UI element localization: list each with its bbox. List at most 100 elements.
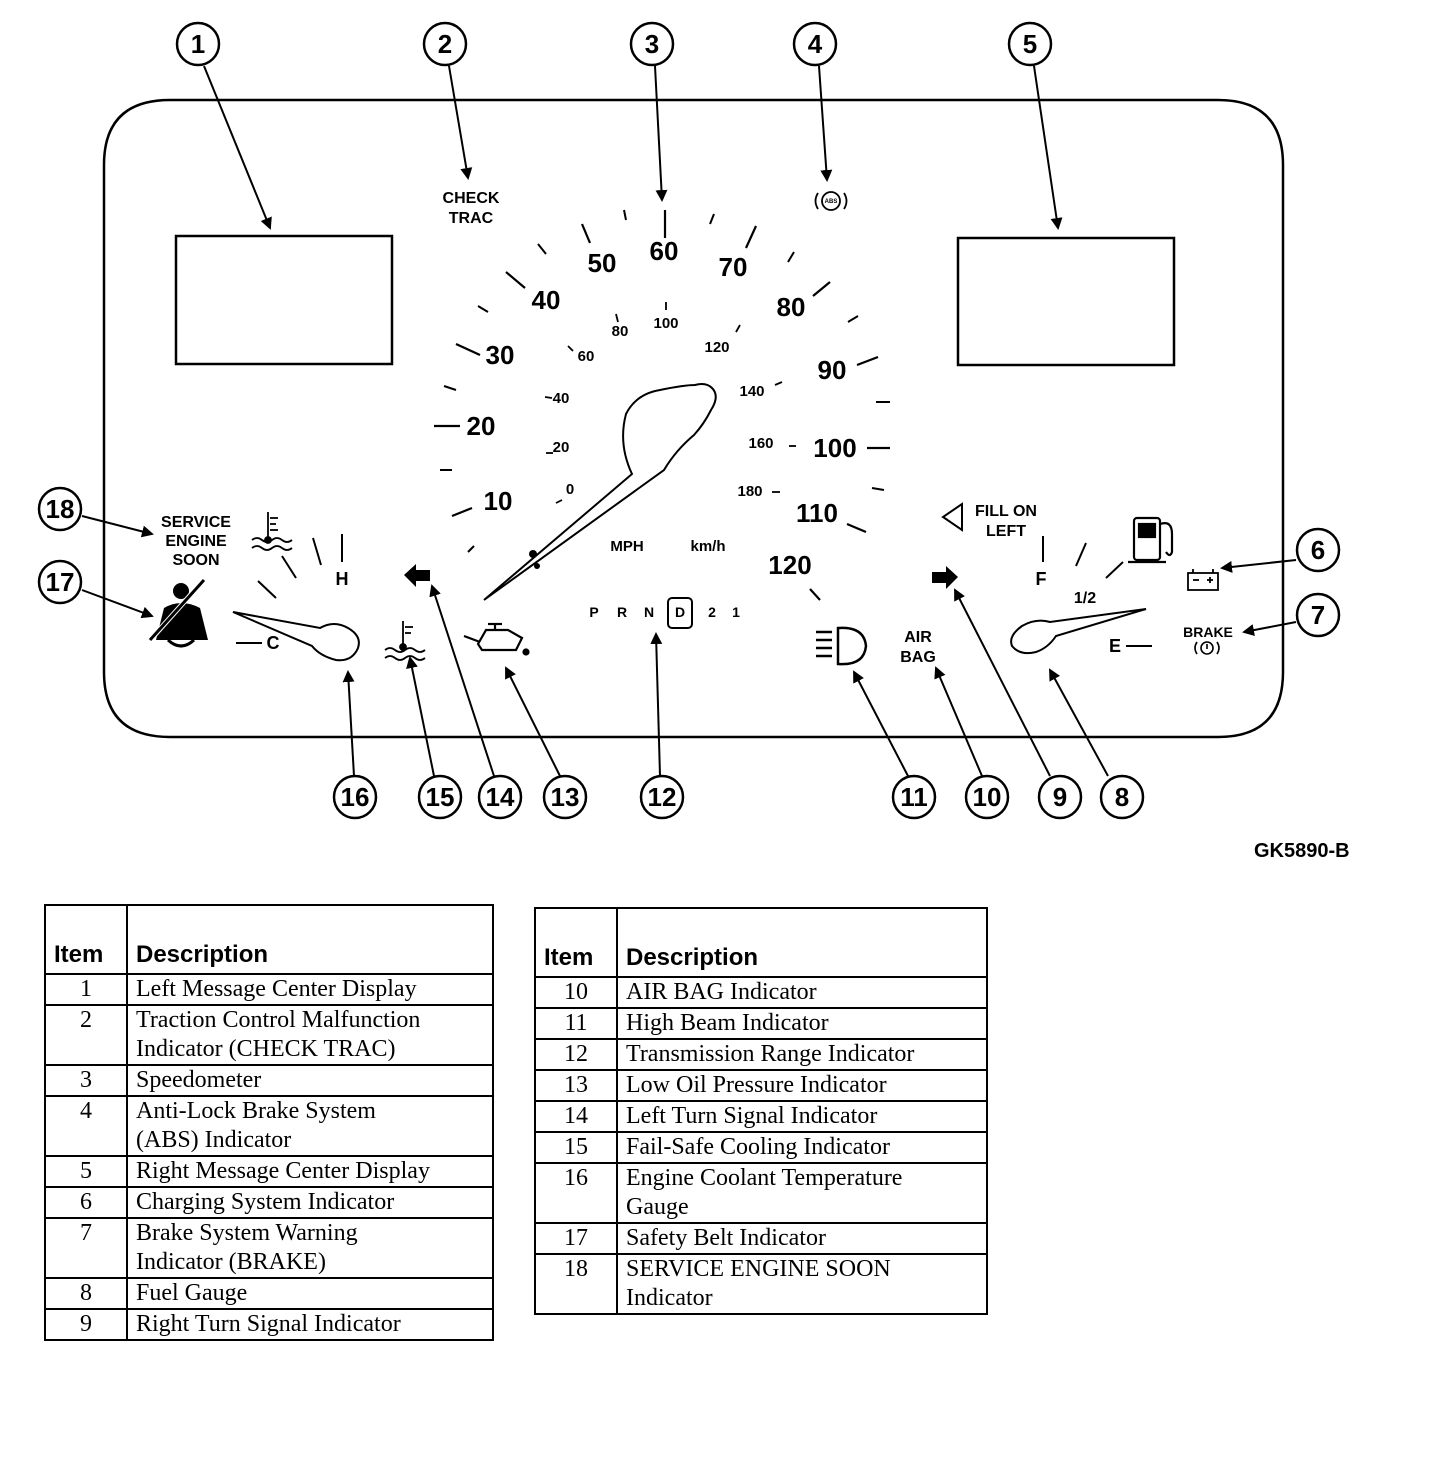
mph-tick-label: 110	[796, 498, 838, 528]
legend-description-line: Left Message Center Display	[136, 976, 417, 1002]
kmh-tick	[615, 313, 619, 323]
gear-r: R	[617, 604, 627, 620]
kmh-label: km/h	[690, 538, 725, 555]
legend-description-line: Low Oil Pressure Indicator	[626, 1072, 887, 1098]
mph-tick-label: 50	[588, 248, 617, 278]
charging-system-icon	[1187, 569, 1219, 591]
callout-leader-line	[429, 584, 495, 777]
callout-leader-line	[406, 656, 435, 777]
legend-item-number: 17	[534, 1222, 618, 1255]
callout-circle	[175, 21, 221, 67]
mph-minor-tick	[477, 305, 489, 313]
mph-minor-tick	[787, 251, 795, 263]
gear-n: N	[644, 604, 654, 620]
legend-row: 3 Speedometer	[44, 1064, 494, 1097]
figure-code: GK5890-B	[1254, 840, 1350, 862]
legend-description-line: Charging System Indicator	[136, 1189, 395, 1215]
legend-description-line: Speedometer	[136, 1067, 262, 1093]
legend-item-number: 18	[534, 1253, 618, 1315]
legend-header-description: Description	[126, 904, 494, 975]
callout-circle	[417, 774, 463, 820]
legend-item-number: 8	[44, 1277, 128, 1310]
callout-number: 15	[426, 782, 455, 812]
legend-item-number: 3	[44, 1064, 128, 1097]
callout-number: 17	[46, 567, 75, 597]
callout-leader-line	[1242, 621, 1297, 637]
callout-leader-line	[81, 515, 154, 538]
legend-item-number: 6	[44, 1186, 128, 1219]
kmh-tick-label: 160	[748, 435, 773, 452]
callout-circle	[1099, 774, 1145, 820]
transmission-range-indicator: P R N D 2 1	[589, 597, 740, 629]
kmh-tick-label: 180	[737, 483, 762, 500]
service-engine-soon-line2: ENGINE	[165, 533, 227, 550]
callout-circle	[629, 21, 675, 67]
callout-number: 9	[1053, 782, 1067, 812]
safety-belt-icon	[148, 578, 208, 648]
legend-description-line: SERVICE ENGINE SOON	[626, 1256, 891, 1282]
legend-description-line: Anti-Lock Brake System	[136, 1098, 376, 1124]
legend-item-description: Fuel Gauge	[126, 1277, 494, 1310]
fuel-empty-label: E	[1109, 636, 1121, 656]
temp-hot-label: H	[336, 569, 349, 589]
mph-major-tick	[580, 223, 592, 244]
kmh-tick-label: 40	[553, 390, 570, 407]
fuel-gauge: F 1/2 E	[1010, 536, 1152, 656]
kmh-tick-label: 80	[612, 323, 629, 340]
legend-item-description: AIR BAG Indicator	[616, 976, 988, 1009]
legend-description-line: Traction Control Malfunction	[136, 1007, 421, 1033]
kmh-tick	[567, 345, 574, 352]
check-trac-label-line2: TRAC	[449, 210, 494, 227]
legend-description-line: Fuel Gauge	[136, 1280, 248, 1306]
mph-major-tick	[856, 355, 879, 367]
mph-tick-label: 40	[532, 285, 561, 315]
callout-number: 4	[808, 29, 823, 59]
legend-item-description: Fail-Safe Cooling Indicator	[616, 1131, 988, 1164]
callout-leader-line	[954, 588, 1051, 777]
legend-item-description: Charging System Indicator	[126, 1186, 494, 1219]
callout-circle	[37, 559, 83, 605]
legend-description-line: Indicator (CHECK TRAC)	[136, 1036, 396, 1062]
kmh-tick-label: 100	[653, 315, 678, 332]
legend-item-description: Left Turn Signal Indicator	[616, 1100, 988, 1133]
callout-number: 13	[551, 782, 580, 812]
air-bag-label-line2: BAG	[900, 649, 936, 666]
legend-item-number: 9	[44, 1308, 128, 1341]
mph-minor-tick	[623, 209, 627, 221]
callout-number: 12	[648, 782, 677, 812]
legend-item-number: 5	[44, 1155, 128, 1188]
callout-number: 2	[438, 29, 452, 59]
coolant-temperature-icon	[251, 512, 293, 551]
callout-number: 5	[1023, 29, 1037, 59]
callout-leader-line	[654, 65, 668, 202]
callout-leader-line	[505, 666, 561, 777]
air-bag-label-line1: AIR	[904, 629, 932, 646]
callout-circle	[542, 774, 588, 820]
kmh-tick	[544, 396, 553, 399]
mph-tick-label: 20	[467, 411, 496, 441]
mph-tick-label: 10	[484, 486, 513, 516]
legend-description-line: Gauge	[626, 1194, 689, 1220]
left-message-center-display	[174, 234, 394, 366]
legend-description-line: Right Turn Signal Indicator	[136, 1311, 401, 1337]
legend-item-number: 11	[534, 1007, 618, 1040]
fuel-pump-icon	[1128, 516, 1174, 564]
mph-minor-tick	[467, 545, 475, 553]
callout-leader-line	[818, 65, 833, 182]
mph-major-tick	[451, 506, 473, 518]
legend-item-description: Low Oil Pressure Indicator	[616, 1069, 988, 1102]
legend-description-line: AIR BAG Indicator	[626, 979, 817, 1005]
callout-number: 16	[341, 782, 370, 812]
mph-minor-tick	[443, 385, 457, 391]
callout-circle	[792, 21, 838, 67]
legend-item-description: Right Turn Signal Indicator	[126, 1308, 494, 1341]
